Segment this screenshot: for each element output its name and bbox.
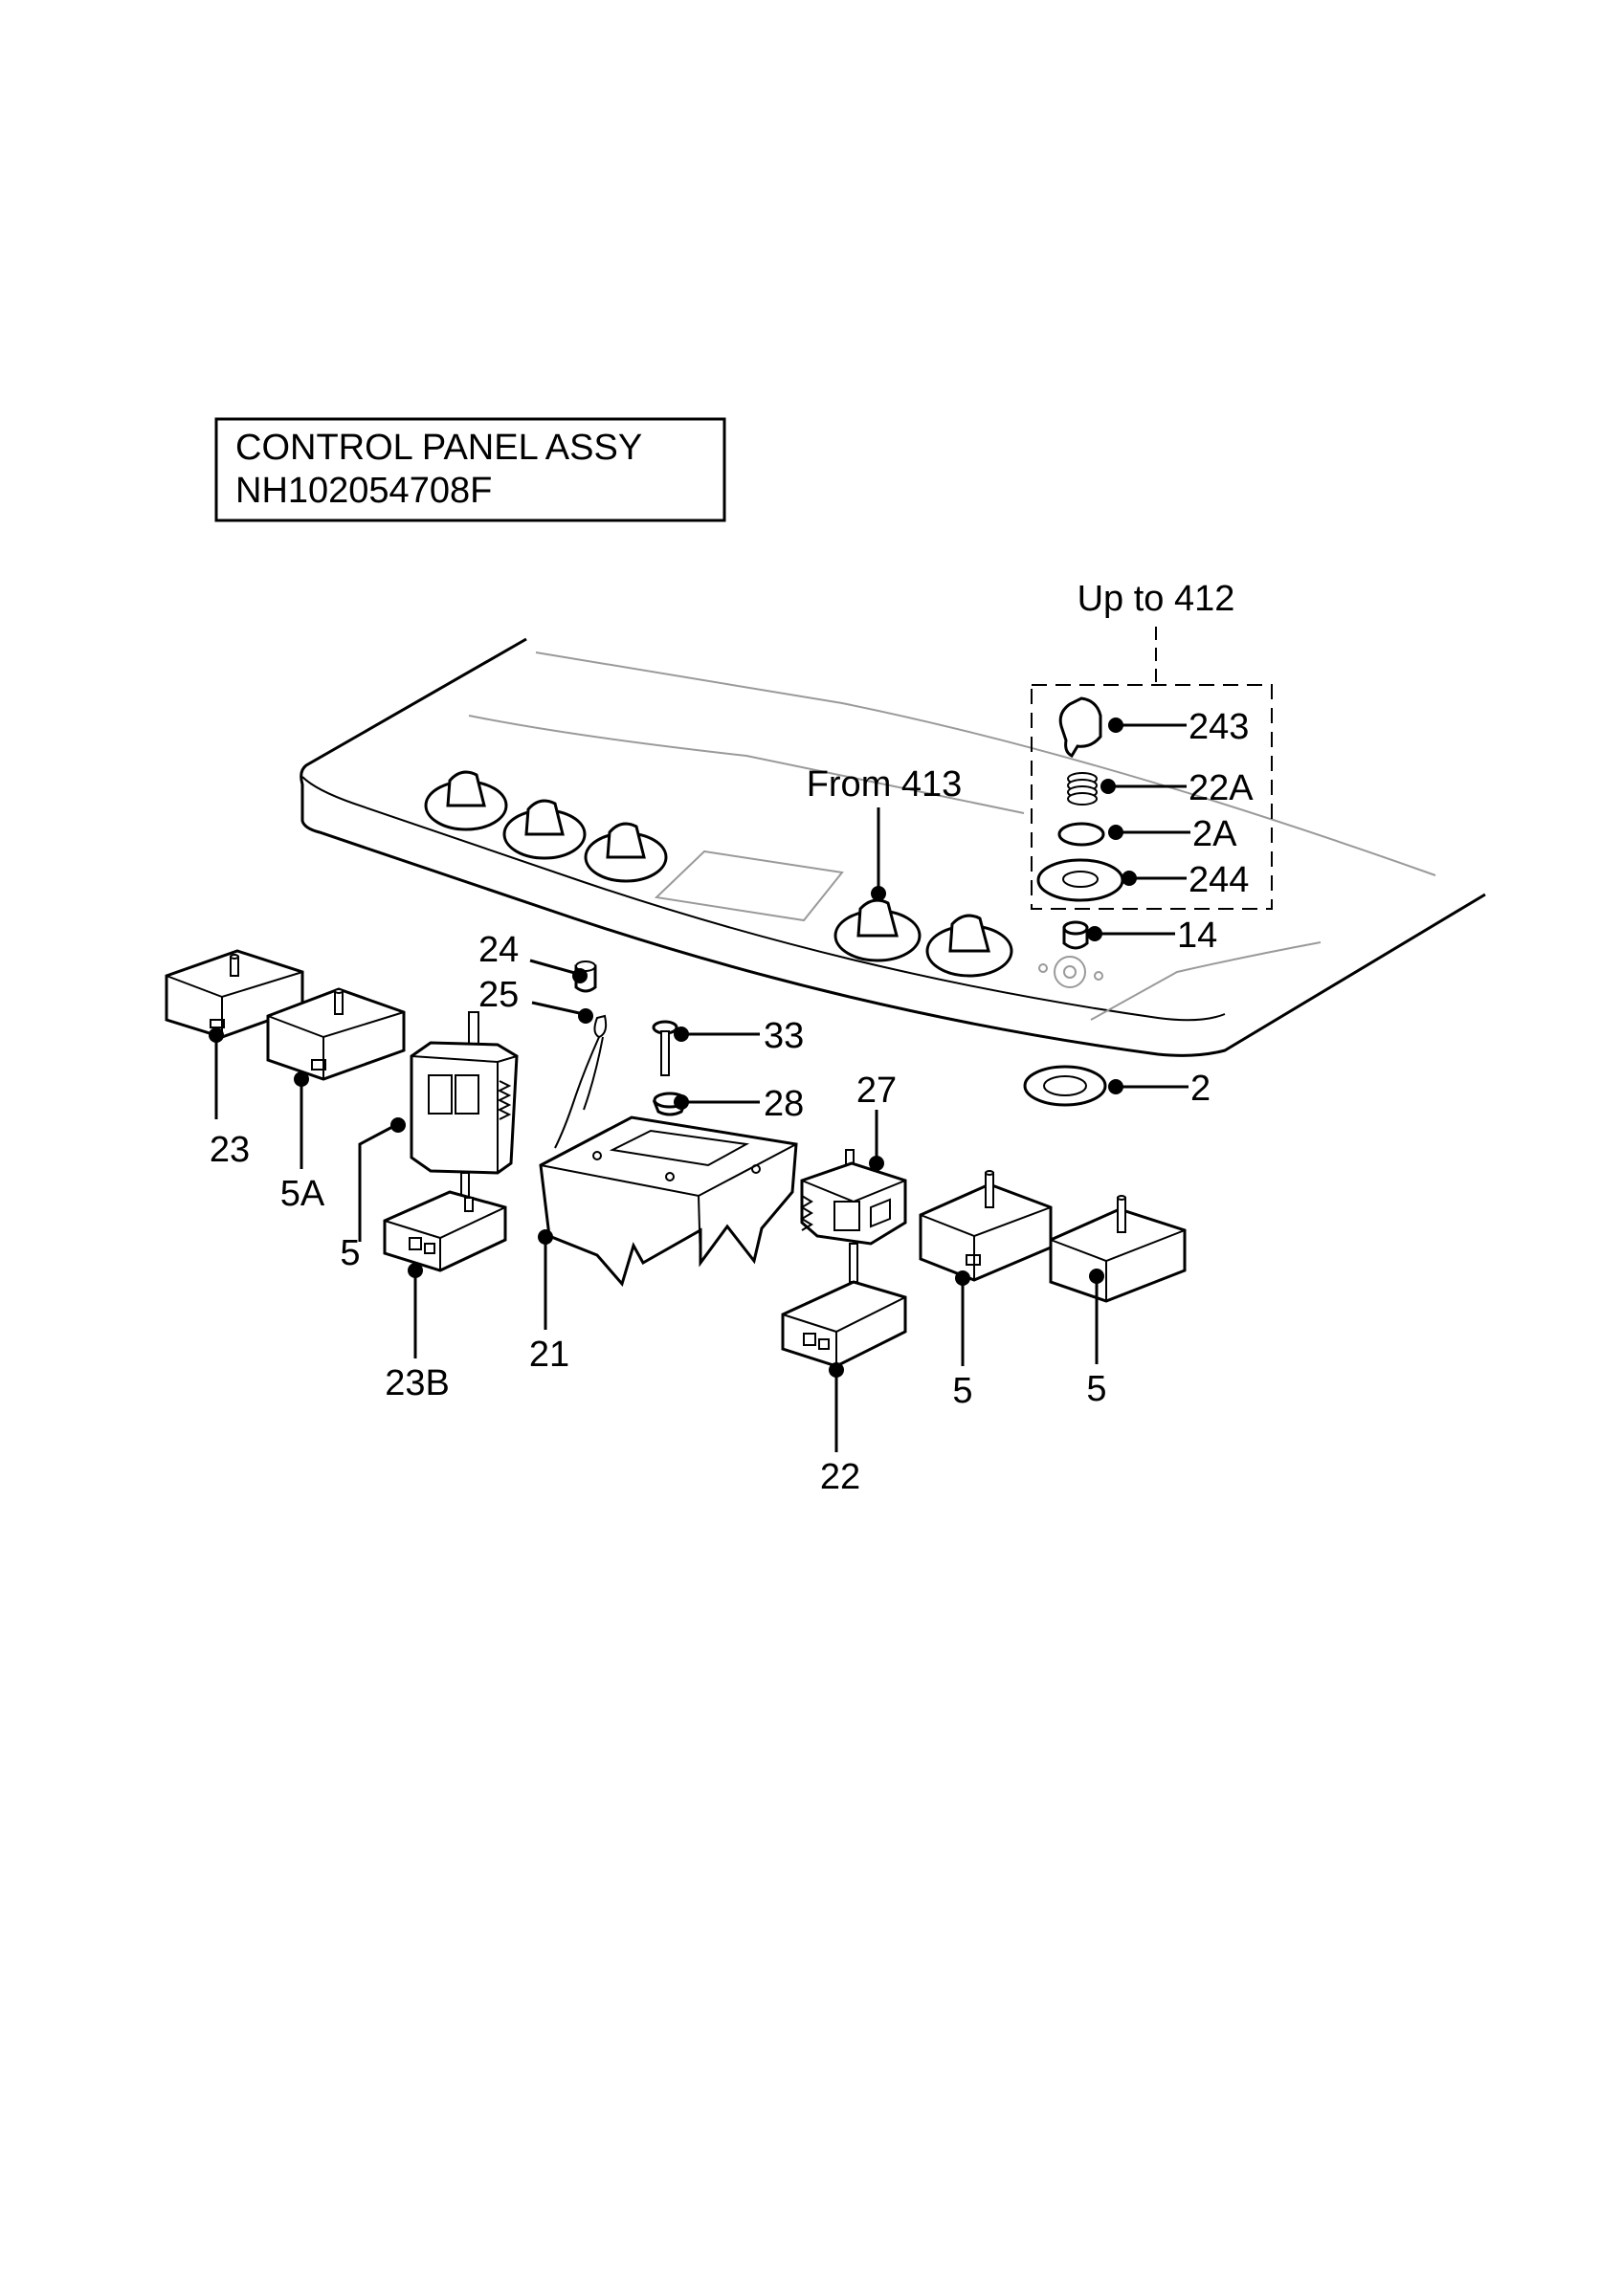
up-to-412-frame — [1031, 684, 1273, 910]
panel-top-ridge — [535, 651, 1436, 876]
part-2a-washer: 2A — [1057, 814, 1237, 854]
callout-21: 23B — [385, 1363, 450, 1403]
panel-front-edge — [301, 776, 1226, 1022]
callout-23: 27 — [856, 1071, 897, 1111]
part-24-lamp-holder: 24 — [478, 930, 597, 993]
knob-5 — [925, 914, 1013, 978]
part-21-switch: 23B — [383, 1190, 507, 1403]
part-244-bezel: 244 — [1036, 858, 1249, 902]
title-box-border — [214, 417, 726, 522]
part-14-cap: 14 — [1062, 916, 1217, 956]
panel-inner-ridge — [468, 715, 1025, 814]
indicator-light-ring — [1054, 956, 1086, 988]
part-25-neon-lamp: 25 — [478, 975, 608, 1149]
callout-5-right: 5 — [1086, 1369, 1106, 1409]
callout-23b: 5 — [340, 1233, 360, 1273]
from-413-note-group: From 413 — [807, 764, 963, 901]
panel-display-recess — [654, 850, 844, 922]
callout-25: 25 — [478, 975, 519, 1015]
callout-5a: 23 — [210, 1130, 250, 1170]
callout-2a: 2A — [1192, 814, 1237, 854]
part-27-cover: 21 — [529, 1115, 798, 1375]
up-to-412-note: Up to 412 — [1078, 579, 1235, 619]
part-2-bezel: 2 — [1023, 1065, 1211, 1109]
part-5-regulator-right: 5 — [1049, 1195, 1187, 1409]
part-23-thermostat: 27 — [800, 1071, 907, 1283]
callout-5-left: 5A — [280, 1174, 325, 1214]
callout-28: 28 — [764, 1084, 804, 1124]
part-5-regulator-mid: 5 — [919, 1170, 1053, 1411]
indicator-light — [1063, 965, 1077, 979]
up-to-412-group: Up to 412 — [1031, 579, 1273, 910]
callout-24: 24 — [478, 930, 519, 970]
title-box: CONTROL PANEL ASSY NH102054708F — [214, 417, 726, 522]
title-line-1: CONTROL PANEL ASSY — [235, 428, 642, 468]
knob-1 — [424, 770, 508, 831]
callout-243: 243 — [1189, 707, 1249, 747]
part-23b-thermostat: 5 — [340, 1011, 519, 1273]
indicator-dot-left — [1038, 963, 1048, 973]
callout-244: 244 — [1189, 860, 1249, 900]
control-panel — [300, 637, 1486, 1057]
callout-33: 33 — [764, 1016, 804, 1056]
callout-14: 14 — [1177, 916, 1217, 956]
callout-22: 22 — [820, 1457, 860, 1497]
panel-lower-edge — [1090, 941, 1322, 1021]
part-243-knob: 243 — [1058, 696, 1249, 758]
part-22a-spring: 22A — [1067, 768, 1254, 808]
part-5-regulator-left: 5A — [266, 987, 406, 1214]
title-line-2: NH102054708F — [235, 471, 492, 511]
panel-outline — [300, 637, 1486, 1057]
indicator-dot-right — [1094, 971, 1103, 981]
callout-2: 2 — [1190, 1069, 1211, 1109]
knob-3 — [584, 822, 668, 883]
from-413-note: From 413 — [807, 764, 963, 805]
callout-5-mid: 5 — [952, 1371, 972, 1411]
callout-27: 21 — [529, 1335, 569, 1375]
knob-2 — [502, 799, 587, 860]
knob-4 — [833, 898, 922, 962]
part-22-switch: 22 — [781, 1280, 907, 1497]
part-33-screw: 33 — [652, 1016, 804, 1076]
callout-22a: 22A — [1189, 768, 1254, 808]
part-28-grommet: 28 — [652, 1084, 804, 1124]
panel-knobs — [424, 770, 1013, 978]
